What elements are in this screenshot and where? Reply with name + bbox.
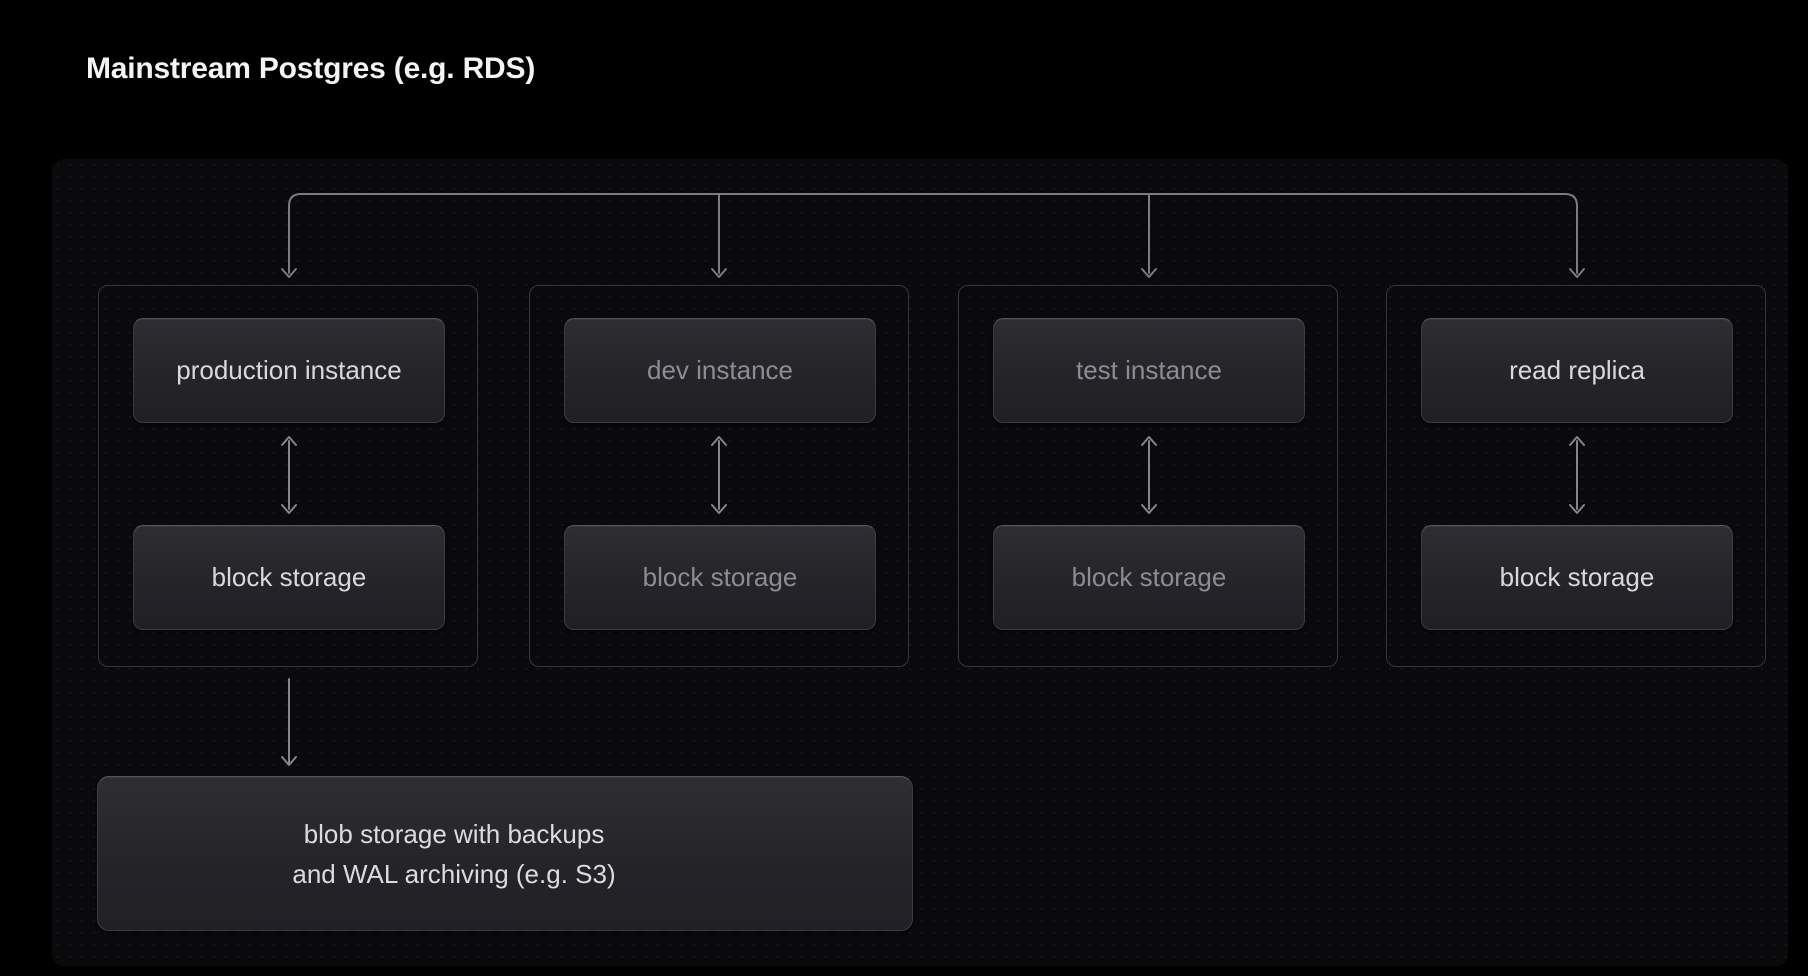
arrow-down-icon bbox=[1141, 268, 1157, 278]
node-blob-storage: blob storage with backups and WAL archiv… bbox=[97, 776, 913, 931]
group-test: test instance block storage bbox=[958, 285, 1338, 667]
blob-storage-label-line1: blob storage with backups bbox=[303, 818, 605, 849]
storage-to-blob-arrow bbox=[281, 678, 297, 766]
node-block-storage-test: block storage bbox=[993, 525, 1305, 630]
node-production-instance: production instance bbox=[133, 318, 445, 423]
group-production: production instance block storage bbox=[98, 285, 478, 667]
top-connector bbox=[281, 193, 1585, 278]
diagram-panel: production instance block storage dev in… bbox=[52, 159, 1788, 966]
arrow-down-icon bbox=[711, 268, 727, 278]
node-test-instance: test instance bbox=[993, 318, 1305, 423]
connector-rail bbox=[288, 193, 1578, 274]
node-block-storage-replica: block storage bbox=[1421, 525, 1733, 630]
group-dev: dev instance block storage bbox=[529, 285, 909, 667]
arrow-down-icon bbox=[281, 268, 297, 278]
arrow-down-icon bbox=[1569, 268, 1585, 278]
node-block-storage-dev: block storage bbox=[564, 525, 876, 630]
blob-storage-label-line2: and WAL archiving (e.g. S3) bbox=[292, 858, 616, 889]
diagram-title: Mainstream Postgres (e.g. RDS) bbox=[86, 52, 536, 85]
node-block-storage-production: block storage bbox=[133, 525, 445, 630]
group-read-replica: read replica block storage bbox=[1386, 285, 1766, 667]
node-dev-instance: dev instance bbox=[564, 318, 876, 423]
node-read-replica: read replica bbox=[1421, 318, 1733, 423]
arrow-down-head bbox=[281, 756, 297, 766]
